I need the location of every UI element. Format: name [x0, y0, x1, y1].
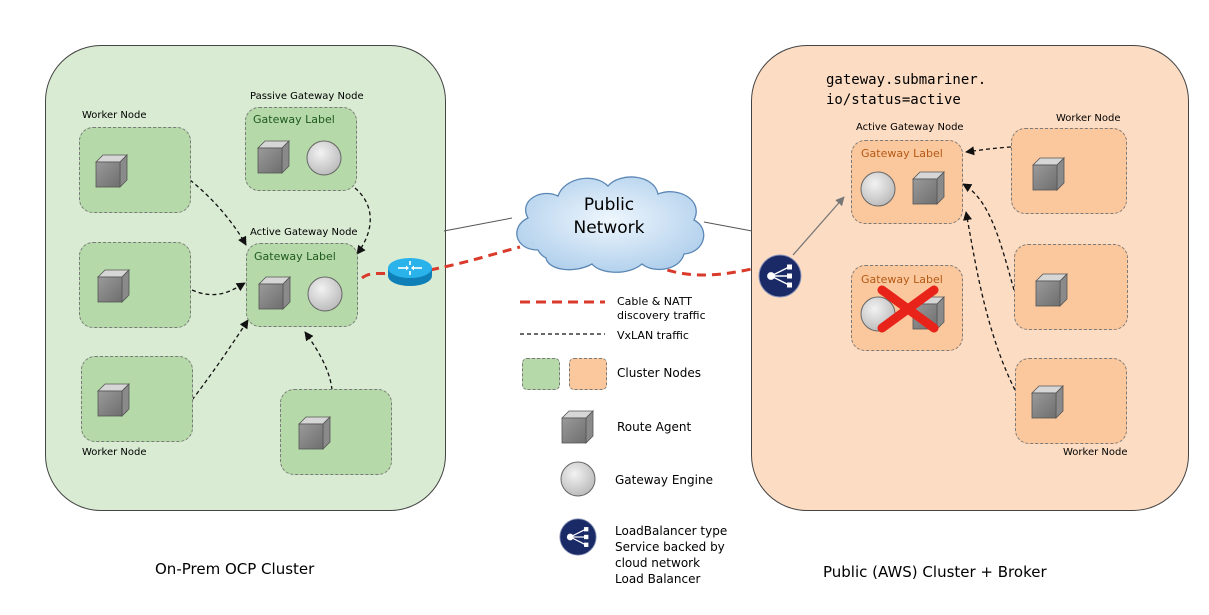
- route-agent-cube-icon: [256, 140, 290, 174]
- route-agent-cube-icon: [1030, 385, 1064, 419]
- onprem-worker-node-label-top: Worker Node: [82, 110, 147, 121]
- failure-x-icon: [874, 284, 944, 338]
- aws-worker-node-1: [1011, 128, 1127, 214]
- route-agent-cube-icon: [257, 276, 291, 310]
- public-network-text: Public Network: [549, 194, 669, 240]
- route-agent-cube-icon: [1034, 273, 1068, 307]
- legend-orange-swatch: [569, 358, 607, 390]
- onprem-public-link: [443, 217, 513, 232]
- legend-cluster-nodes-text: Cluster Nodes: [617, 366, 701, 380]
- gateway-status-line2: io/status=active: [826, 92, 961, 108]
- legend-load-balancer-icon: [559, 518, 597, 560]
- aws-worker-node-label-top: Worker Node: [1056, 113, 1121, 124]
- onprem-worker-node-3: [81, 356, 193, 442]
- vxlan-arrow-worker1: [189, 179, 247, 246]
- onprem-worker-node-label-bottom: Worker Node: [82, 447, 147, 458]
- legend-lb-line2: Service backed by: [615, 540, 725, 554]
- legend-lb-line3: cloud network: [615, 556, 701, 570]
- legend-gateway-engine-circle-icon: [560, 461, 596, 497]
- gateway-engine-circle-icon: [307, 276, 343, 312]
- gateway-label-passive: Gateway Label: [253, 113, 335, 126]
- onprem-cluster-caption: On-Prem OCP Cluster: [155, 560, 315, 578]
- onprem-worker-node-2: [79, 242, 191, 328]
- cable-line-left: [429, 245, 521, 272]
- vxlan-arrow-aws-worker1: [965, 146, 1012, 156]
- onprem-active-gateway-node: Gateway Label: [246, 243, 358, 327]
- legend-cable-line1: Cable & NATT: [617, 295, 692, 308]
- public-network-line1: Public: [583, 195, 635, 215]
- aws-worker-node-3: [1015, 358, 1127, 444]
- legend-green-swatch: [522, 358, 560, 390]
- legend-route-agent-cube-icon: [560, 410, 594, 444]
- vxlan-arrow-worker2: [191, 282, 246, 296]
- router-icon: [386, 254, 434, 292]
- lb-to-gateway-arrow: [792, 196, 845, 256]
- legend-route-agent-text: Route Agent: [617, 420, 692, 434]
- gateway-engine-circle-icon: [306, 140, 342, 176]
- gateway-label-active: Gateway Label: [254, 250, 336, 263]
- aws-worker-node-label-bottom: Worker Node: [1063, 447, 1128, 458]
- legend-vxlan-text: VxLAN traffic: [617, 329, 689, 342]
- gateway-status-label: gateway.submariner. io/status=active: [826, 70, 986, 110]
- route-agent-cube-icon: [911, 171, 945, 205]
- active-gateway-node-label: Active Gateway Node: [250, 227, 358, 238]
- aws-active-gateway-node-label: Active Gateway Node: [856, 122, 964, 133]
- route-agent-cube-icon: [96, 269, 130, 303]
- gateway-engine-circle-icon: [860, 171, 896, 207]
- cable-line-left-short: [361, 270, 393, 280]
- legend-cable-text: Cable & NATT discovery traffic: [617, 295, 706, 323]
- aws-public-link: [703, 221, 753, 232]
- legend-cable-line2: discovery traffic: [617, 309, 706, 322]
- public-network-line2: Network: [573, 218, 645, 238]
- aws-failed-gateway-node: Gateway Label: [851, 265, 963, 351]
- vxlan-arrow-aws-worker3: [963, 211, 1016, 391]
- vxlan-arrow-passive: [354, 187, 371, 255]
- aws-cluster-caption: Public (AWS) Cluster + Broker: [823, 563, 1047, 581]
- aws-gateway-label-active: Gateway Label: [861, 147, 943, 160]
- legend-lb-line4: Load Balancer: [615, 572, 701, 586]
- legend-load-balancer-text: LoadBalancer type Service backed by clou…: [615, 523, 727, 587]
- passive-gateway-node: Gateway Label: [245, 107, 357, 191]
- aws-worker-node-2: [1014, 244, 1128, 330]
- vxlan-arrow-worker3: [191, 319, 249, 401]
- aws-gateway-label-failed: Gateway Label: [861, 273, 943, 286]
- cable-line-right: [639, 256, 757, 277]
- vxlan-arrow-worker4: [304, 331, 333, 391]
- onprem-worker-node-1: [79, 127, 191, 213]
- aws-active-gateway-node: Gateway Label: [851, 140, 963, 224]
- gateway-status-line1: gateway.submariner.: [826, 72, 987, 88]
- vxlan-arrow-aws-worker2: [962, 183, 1015, 291]
- legend-gateway-engine-text: Gateway Engine: [615, 473, 713, 487]
- onprem-worker-node-4: [280, 389, 392, 475]
- route-agent-cube-icon: [297, 416, 331, 450]
- route-agent-cube-icon: [96, 383, 130, 417]
- passive-gateway-node-label: Passive Gateway Node: [250, 91, 364, 102]
- route-agent-cube-icon: [94, 154, 128, 188]
- load-balancer-icon: [758, 254, 802, 302]
- legend-lb-line1: LoadBalancer type: [615, 524, 728, 538]
- public-network-cloud: Public Network: [508, 170, 710, 280]
- route-agent-cube-icon: [1031, 157, 1065, 191]
